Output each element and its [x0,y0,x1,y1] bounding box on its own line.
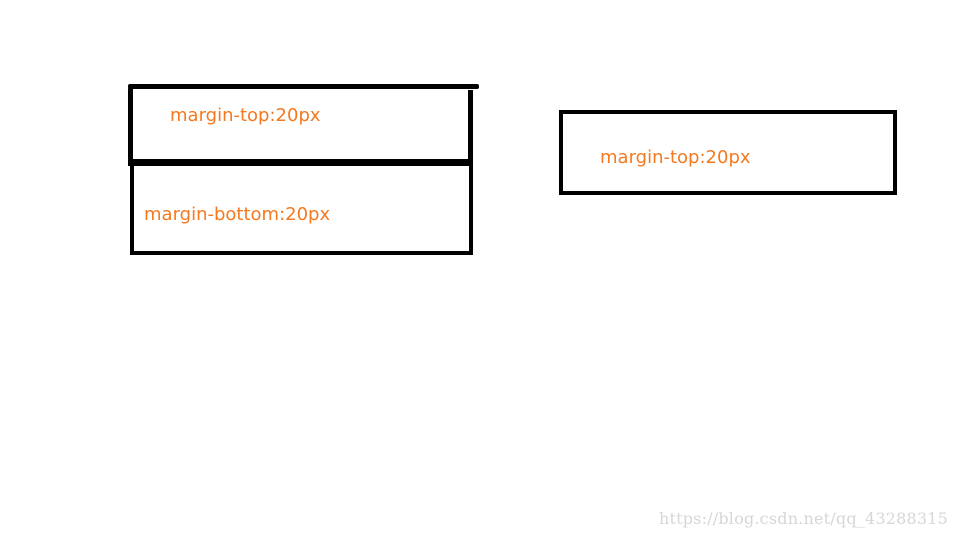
right-box-left-edge [559,110,563,195]
bottom-box-label: margin-bottom:20px [144,204,331,225]
top-box-top-edge [128,84,479,89]
top-box-right-edge [468,90,473,162]
bottom-box-right-edge [469,164,473,255]
right-box-bottom-edge [559,191,897,195]
top-box-label: margin-top:20px [170,105,321,126]
right-box-label: margin-top:20px [600,147,751,168]
right-box-right-edge [893,110,897,195]
top-box-left-edge [128,88,133,163]
bottom-box-left-edge [130,164,134,255]
bottom-box-bottom-edge [130,251,473,255]
right-box-top-edge [559,110,897,114]
watermark-text: https://blog.csdn.net/qq_43288315 [658,509,948,528]
boxes-shared-edge [128,159,473,166]
